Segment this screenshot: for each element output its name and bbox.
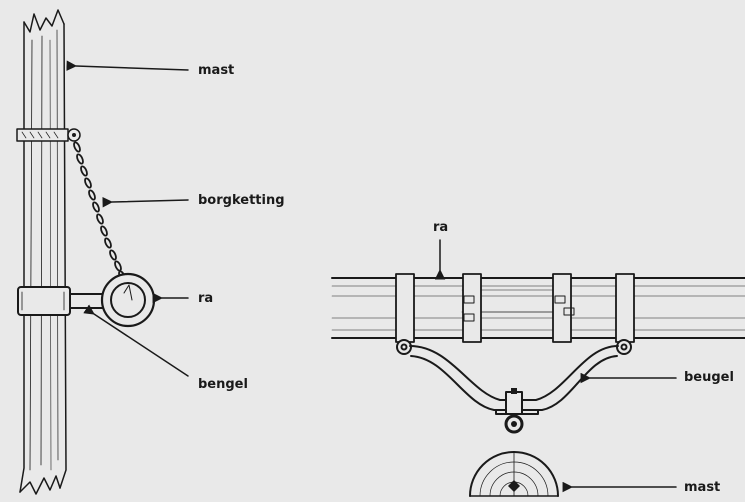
mast-cross-section bbox=[469, 451, 559, 497]
label-mast-left: mast bbox=[198, 63, 235, 78]
bracket-shape bbox=[409, 345, 619, 434]
label-yard-left: ra bbox=[198, 291, 214, 306]
yard-bands bbox=[395, 273, 635, 343]
label-bracket-left: bengel bbox=[198, 377, 248, 392]
mast-band-lower bbox=[17, 272, 156, 328]
label-bracket-right: beugel bbox=[684, 370, 734, 385]
mast-band-upper bbox=[16, 128, 81, 142]
right-yard-shape bbox=[331, 277, 745, 339]
arrow-chain bbox=[102, 197, 189, 208]
left-mast-shape bbox=[19, 9, 67, 495]
label-yard-right: ra bbox=[433, 220, 449, 235]
right-figure bbox=[331, 239, 745, 497]
chain-links bbox=[73, 141, 126, 282]
arrow-mast-left bbox=[66, 60, 189, 71]
label-mast-right: mast bbox=[684, 480, 721, 495]
left-figure bbox=[16, 9, 189, 495]
label-chain: borgketting bbox=[198, 193, 285, 208]
arrow-bracket-left bbox=[83, 304, 189, 377]
